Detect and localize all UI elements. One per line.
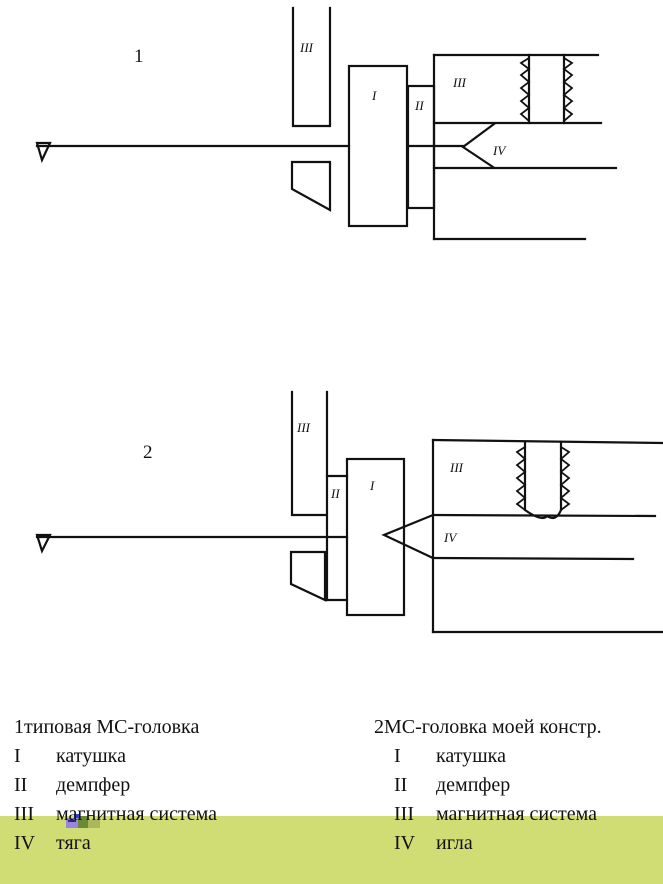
figure-2-label-magnet-top: III <box>296 420 311 435</box>
figure-1-magnet-top <box>291 6 332 128</box>
figure-1-label-damper: II <box>414 98 424 113</box>
legend-1-numeral: II <box>14 774 28 796</box>
legend-2-numeral: I <box>394 745 401 767</box>
figure-1-number: 1 <box>134 46 144 67</box>
legend-2-numeral: IV <box>394 832 416 854</box>
legend-2-title: 2МС-головка моей констр. <box>374 716 602 738</box>
legend-1-title: 1типовая МС-головка <box>14 716 200 738</box>
legend-2-item: IV игла <box>374 829 602 858</box>
legend-2-text: магнитная система <box>436 803 597 825</box>
figure-2-serration-right <box>559 445 571 512</box>
figure-1-serration-right <box>562 56 574 123</box>
legend-1-item: II демпфер <box>14 771 217 800</box>
legend-1-item: III магнитная система <box>14 800 217 829</box>
figure-2-pole-bottom <box>289 550 327 602</box>
figure-1-serration-left <box>519 56 531 123</box>
figure-2-number: 2 <box>143 442 153 463</box>
legend-2-numeral: III <box>394 803 414 825</box>
legend-1-text: демпфер <box>56 774 131 796</box>
legend-2-item: III магнитная система <box>374 800 602 829</box>
figure-1-coil <box>347 64 409 228</box>
figure-1-label-rod: IV <box>492 143 507 158</box>
figure-2-label-needle: IV <box>443 530 458 545</box>
figure-2: 2 III II I IV III <box>35 390 663 634</box>
figure-1-rod-fork <box>461 122 496 169</box>
legend-1-text: тяга <box>56 832 91 854</box>
figure-1-pole-bottom <box>290 160 332 212</box>
legend-2-text: демпфер <box>436 774 511 796</box>
legend-2-text: игла <box>436 832 473 854</box>
legend-1-text: магнитная система <box>56 803 217 825</box>
legend-2-text: катушка <box>436 745 506 767</box>
highlight-band <box>0 816 663 884</box>
figure-2-serration-left <box>515 445 527 512</box>
figure-2-magnet-top <box>290 390 329 602</box>
figure-1-label-magnet-right: III <box>452 75 467 90</box>
figure-2-coil <box>345 457 406 617</box>
figure-2-label-coil: I <box>369 478 375 493</box>
figure-2-needle <box>381 513 435 560</box>
figure-2-damper <box>325 474 349 602</box>
figure-2-label-magnet-right: III <box>449 460 464 475</box>
image-artifact-icon <box>66 814 100 828</box>
figure-2-frame-top <box>431 438 663 445</box>
figure-2-stylus-tip <box>35 533 52 554</box>
legend-1-numeral: I <box>14 745 21 767</box>
figure-1-label-coil: I <box>371 88 377 103</box>
legend-2-numeral: II <box>394 774 408 796</box>
figure-1-label-magnet-top: III <box>299 40 314 55</box>
figure-2-lower-rail <box>431 556 635 561</box>
legend-1-item: IV тяга <box>14 829 217 858</box>
figure-2-label-damper: II <box>330 486 340 501</box>
figure-2-cup <box>523 440 563 520</box>
figure-1: 1 III I II III IV <box>35 6 618 241</box>
legend-1-numeral: IV <box>14 832 36 854</box>
figure-1-stylus-tip <box>35 141 52 164</box>
legend-1-numeral: III <box>14 803 34 825</box>
legend-1-text: катушка <box>56 745 126 767</box>
figure-2-magnet-bottom-edge <box>431 513 657 518</box>
legend-2-item: II демпфер <box>374 771 602 800</box>
